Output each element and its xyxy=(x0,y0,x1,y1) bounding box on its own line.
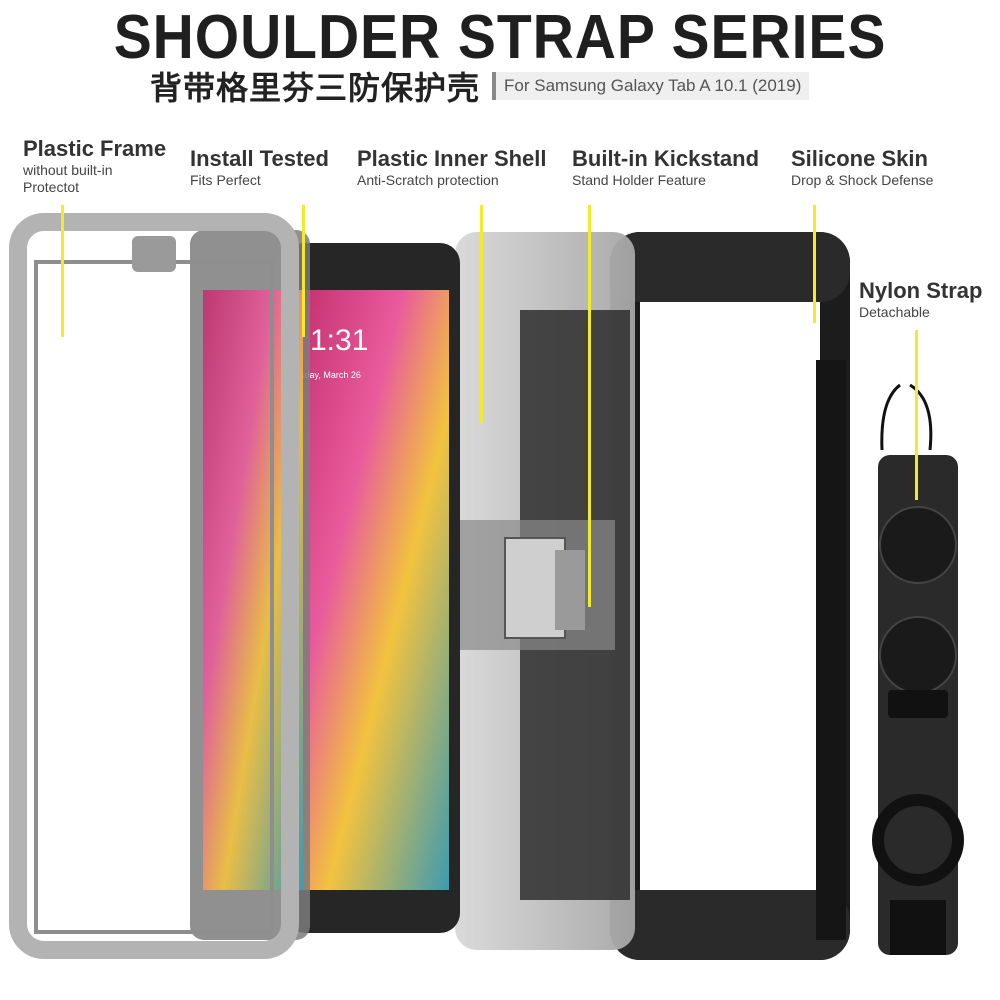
subtitle-chinese: 背带格里芬三防保护壳 xyxy=(150,69,481,107)
label-title: Install Tested xyxy=(190,146,329,171)
label-title: Plastic Frame xyxy=(23,136,167,161)
pointer-silicone-skin xyxy=(813,205,816,323)
nylon-strap-illustration xyxy=(872,383,964,955)
label-title: Silicone Skin xyxy=(791,146,928,171)
label-silicone-skin: Silicone Skin Drop & Shock Defense xyxy=(791,146,933,189)
tablet-illustration: 1:31 sday, March 26 xyxy=(285,243,460,933)
label-desc-line: Protectot xyxy=(23,179,80,195)
plastic-frame-illustration xyxy=(9,213,299,959)
subtitle-row: 背带格里芬三防保护壳 For Samsung Galaxy Tab A 10.1… xyxy=(150,66,810,107)
label-desc-line: Fits Perfect xyxy=(190,172,261,188)
label-title: Built-in Kickstand xyxy=(572,146,760,171)
label-title: Plastic Inner Shell xyxy=(357,146,547,171)
label-install-tested: Install Tested Fits Perfect xyxy=(190,146,329,189)
silicone-skin-illustration xyxy=(610,232,850,960)
label-inner-shell: Plastic Inner Shell Anti-Scratch protect… xyxy=(357,146,547,189)
pointer-kickstand xyxy=(588,205,591,607)
label-desc-line: Anti-Scratch protection xyxy=(357,172,499,188)
tablet-time: 1:31 xyxy=(310,324,368,357)
label-desc-line: Drop & Shock Defense xyxy=(791,172,934,188)
tablet-date: sday, March 26 xyxy=(300,370,361,380)
pointer-nylon-strap xyxy=(915,330,918,500)
label-desc-line: Stand Holder Feature xyxy=(572,172,706,188)
model-label: For Samsung Galaxy Tab A 10.1 (2019) xyxy=(492,72,810,100)
label-plastic-frame: Plastic Frame without built-in Protectot xyxy=(23,136,166,196)
pointer-inner-shell xyxy=(480,205,483,423)
label-desc-line: Detachable xyxy=(859,304,930,320)
label-kickstand: Built-in Kickstand Stand Holder Feature xyxy=(572,146,759,189)
page-title: SHOULDER STRAP SERIES xyxy=(113,3,887,72)
pointer-plastic-frame xyxy=(61,205,64,337)
pointer-install-tested xyxy=(302,205,305,337)
label-desc-line: without built-in xyxy=(23,162,113,178)
label-nylon-strap: Nylon Strap Detachable xyxy=(859,278,982,321)
label-title: Nylon Strap xyxy=(859,278,983,303)
